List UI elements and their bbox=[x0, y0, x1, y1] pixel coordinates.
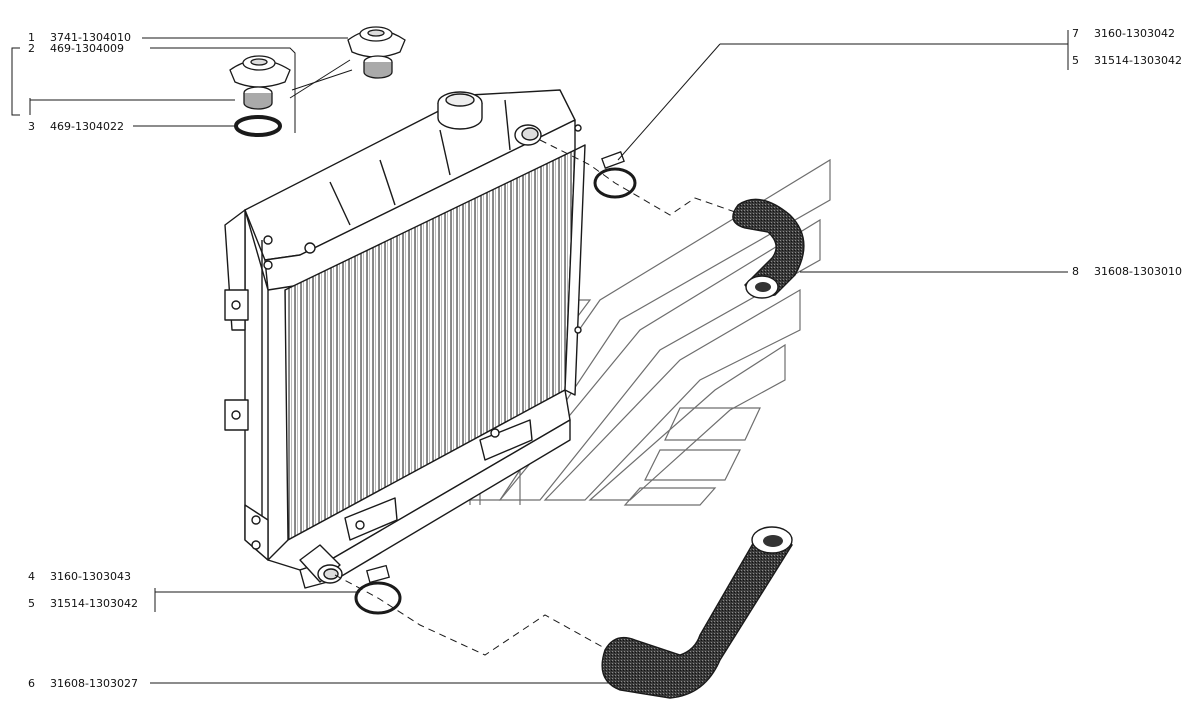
callout-6: 6 31608-1303027 bbox=[28, 677, 138, 690]
callout-number: 6 bbox=[28, 677, 35, 690]
clamp-lower-icon bbox=[354, 564, 402, 615]
leader-lines bbox=[11, 30, 1069, 684]
part-number: 3741-1304010 bbox=[50, 31, 131, 44]
callout-number: 3 bbox=[28, 120, 35, 133]
callout-1: 1 3741-1304010 bbox=[28, 31, 131, 44]
hose-upper-icon bbox=[732, 198, 805, 299]
callout-number: 2 bbox=[28, 42, 35, 55]
callout-7: 7 3160-1303042 bbox=[1072, 27, 1175, 40]
cap-small-icon bbox=[229, 55, 291, 110]
gasket-ring-icon bbox=[234, 115, 282, 137]
part-number: 469-1304022 bbox=[50, 120, 124, 133]
assembly-dashed-lines bbox=[334, 139, 736, 656]
callout-number: 7 bbox=[1072, 27, 1079, 40]
callout-2: 2 469-1304009 bbox=[28, 42, 124, 55]
callout-number: 1 bbox=[28, 31, 35, 44]
part-number: 31514-1303042 bbox=[50, 597, 138, 610]
callout-number: 4 bbox=[28, 570, 35, 583]
hose-lower-icon bbox=[601, 526, 793, 699]
callout-number: 5 bbox=[28, 597, 35, 610]
clamp-upper-icon bbox=[593, 151, 637, 199]
callout-3: 3 469-1304022 bbox=[28, 120, 124, 133]
callout-number: 8 bbox=[1072, 265, 1079, 278]
callout-number: 5 bbox=[1072, 54, 1079, 67]
part-number: 31608-1303027 bbox=[50, 677, 138, 690]
callout-5-lower: 5 31514-1303042 bbox=[28, 597, 138, 610]
callout-5-upper: 5 31514-1303042 bbox=[1072, 54, 1182, 67]
part-number: 3160-1303042 bbox=[1094, 27, 1175, 40]
callout-4: 4 3160-1303043 bbox=[28, 570, 131, 583]
part-number: 31608-1303010 bbox=[1094, 265, 1182, 278]
part-number: 31514-1303042 bbox=[1094, 54, 1182, 67]
part-number: 469-1304009 bbox=[50, 42, 124, 55]
part-number: 3160-1303043 bbox=[50, 570, 131, 583]
cap-large-icon bbox=[347, 26, 406, 79]
callout-8: 8 31608-1303010 bbox=[1072, 265, 1182, 278]
radiator-core-icon bbox=[224, 89, 586, 589]
